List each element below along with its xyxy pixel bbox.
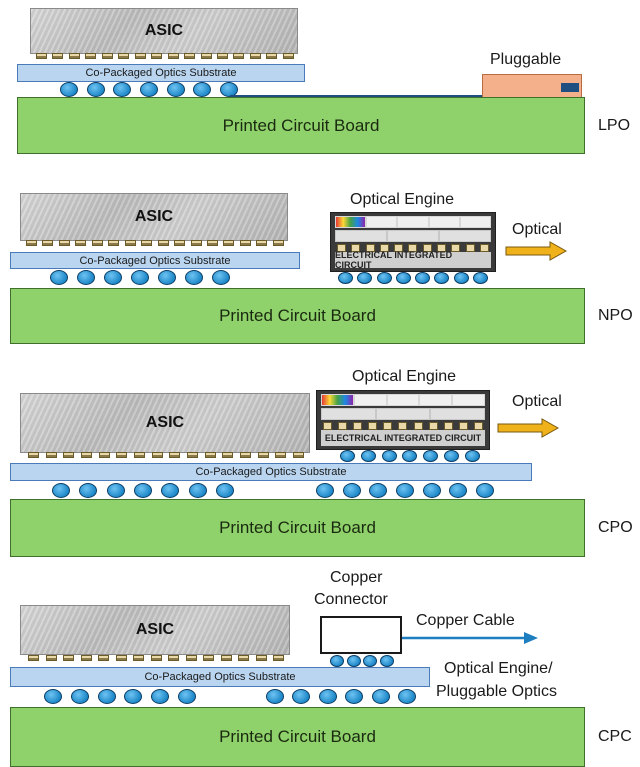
pcb-label: Printed Circuit Board <box>219 518 376 537</box>
oe-pluggable-label-2: Pluggable Optics <box>436 683 557 700</box>
pcb-label: Printed Circuit Board <box>219 727 376 746</box>
connector-solder-balls-cpc <box>330 655 394 667</box>
optical-engine-label: Optical Engine <box>352 368 457 385</box>
pcb-lpo: Printed Circuit Board <box>17 97 585 154</box>
solder-balls-cpo-left <box>52 483 234 498</box>
optical-engine-npo: ELECTRICAL INTEGRATED CIRCUIT <box>330 212 496 272</box>
copper-connector-label-2: Connector <box>314 591 388 608</box>
asic-label: ASIC <box>134 208 174 225</box>
substrate-label: Co-Packaged Optics Substrate <box>195 466 347 478</box>
asic-label: ASIC <box>145 414 185 431</box>
substrate-npo: Co-Packaged Optics Substrate <box>10 252 300 269</box>
solder-balls-cpo-right <box>316 483 494 498</box>
microbumps-npo <box>26 240 284 246</box>
copper-cable-label: Copper Cable <box>416 612 515 629</box>
substrate-label: Co-Packaged Optics Substrate <box>85 67 237 79</box>
asic-label: ASIC <box>135 621 175 638</box>
pcb-label: Printed Circuit Board <box>219 306 376 325</box>
asic-chip-npo: ASIC <box>20 193 288 241</box>
microbumps-lpo <box>36 53 294 59</box>
microbumps-cpo <box>28 452 304 458</box>
substrate-label: Co-Packaged Optics Substrate <box>144 671 296 683</box>
row-label-cpo: CPO <box>598 519 633 536</box>
pluggable-port <box>561 83 579 92</box>
solder-balls-npo <box>50 270 230 285</box>
trace-line-lpo <box>230 95 482 97</box>
copper-connector-label-1: Copper <box>330 569 383 586</box>
substrate-cpc: Co-Packaged Optics Substrate <box>10 667 430 687</box>
substrate-lpo: Co-Packaged Optics Substrate <box>17 64 305 82</box>
electrical-ic-label: ELECTRICAL INTEGRATED CIRCUIT <box>335 250 491 270</box>
optical-label-cpo: Optical <box>512 393 562 410</box>
asic-chip-lpo: ASIC <box>30 8 298 54</box>
optical-engine-cpo: ELECTRICAL INTEGRATED CIRCUIT <box>316 390 490 450</box>
row-label-cpc: CPC <box>598 728 632 745</box>
copper-connector-box <box>320 616 402 654</box>
microbumps-cpc <box>28 655 284 661</box>
row-label-npo: NPO <box>598 307 633 324</box>
electrical-ic-label: ELECTRICAL INTEGRATED CIRCUIT <box>321 430 485 446</box>
row-label-lpo: LPO <box>598 117 631 134</box>
copper-cable-arrow <box>402 632 538 644</box>
asic-label: ASIC <box>144 22 184 39</box>
optical-label-npo: Optical <box>512 221 562 238</box>
optical-arrow-npo <box>505 241 568 261</box>
pcb-npo: Printed Circuit Board <box>10 288 585 344</box>
pcb-cpo: Printed Circuit Board <box>10 499 585 557</box>
substrate-cpo: Co-Packaged Optics Substrate <box>10 463 532 481</box>
pcb-cpc: Printed Circuit Board <box>10 707 585 767</box>
oe-solder-balls-cpo <box>340 450 480 462</box>
optical-arrow-cpo <box>497 418 560 438</box>
solder-balls-lpo <box>60 82 238 97</box>
pluggable-label: Pluggable <box>490 51 562 68</box>
asic-chip-cpc: ASIC <box>20 605 290 655</box>
oe-solder-balls-npo <box>338 272 488 284</box>
oe-pluggable-label-1: Optical Engine/ <box>444 660 553 677</box>
optical-engine-label: Optical Engine <box>350 191 455 208</box>
solder-balls-cpc-left <box>44 689 196 704</box>
substrate-label: Co-Packaged Optics Substrate <box>79 254 231 267</box>
pcb-label: Printed Circuit Board <box>222 115 380 135</box>
solder-balls-cpc-right <box>266 689 416 704</box>
asic-chip-cpo: ASIC <box>20 393 310 453</box>
pluggable-module <box>482 74 582 98</box>
